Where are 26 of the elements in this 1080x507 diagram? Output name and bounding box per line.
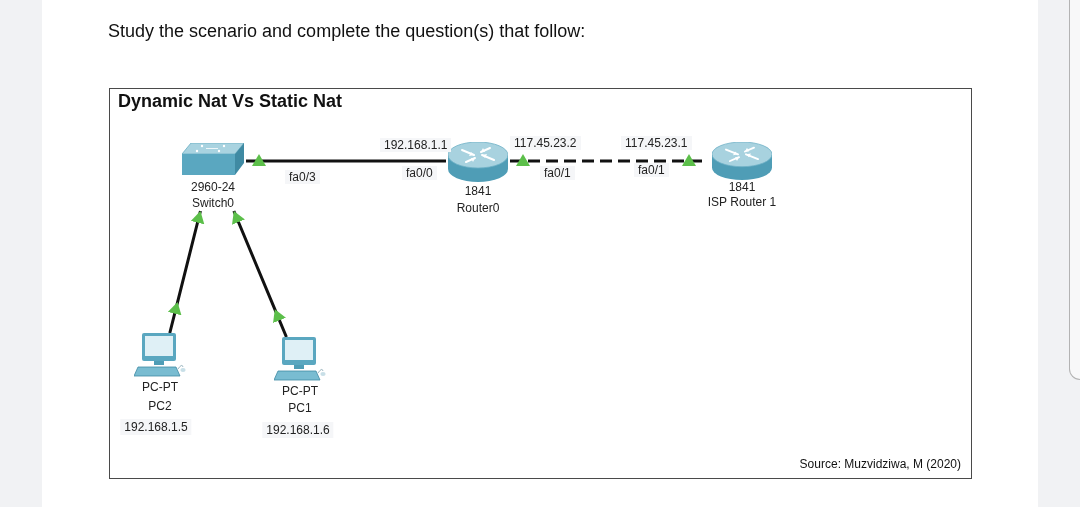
port-label: 117.45.23.1 <box>621 136 692 150</box>
ip-address-label: 192.168.1.5 <box>120 419 192 435</box>
device-label: 2960-24 <box>190 179 235 195</box>
network-cable <box>232 210 288 338</box>
port-label: fa0/1 <box>540 166 575 180</box>
network-cable <box>168 210 205 334</box>
port-label: fa0/1 <box>634 163 669 177</box>
device-label: 1841 <box>728 180 756 195</box>
device-label: PC-PT <box>282 383 318 400</box>
device-label: PC1 <box>288 400 312 417</box>
device-label: 1841 <box>464 183 492 200</box>
ip-address-label: 192.168.1.6 <box>262 422 334 438</box>
device-label: Switch0 <box>192 195 234 211</box>
device-label: PC2 <box>148 398 172 415</box>
diagram-title: Dynamic Nat Vs Static Nat <box>118 90 343 112</box>
port-label: fa0/3 <box>285 170 320 184</box>
device-label: ISP Router 1 <box>707 195 777 210</box>
network-cable <box>510 159 705 163</box>
instruction-text: Study the scenario and complete the question(s) that follow: <box>108 20 586 42</box>
network-cable <box>246 159 446 163</box>
device-label: Router0 <box>456 200 500 217</box>
port-label: 117.45.23.2 <box>510 136 581 150</box>
source-caption: Source: Muzvidziwa, M (2020) <box>799 457 961 472</box>
port-label: fa0/0 <box>402 166 437 180</box>
device-label: PC-PT <box>142 379 178 396</box>
port-label: 192.168.1.1 <box>380 138 452 152</box>
